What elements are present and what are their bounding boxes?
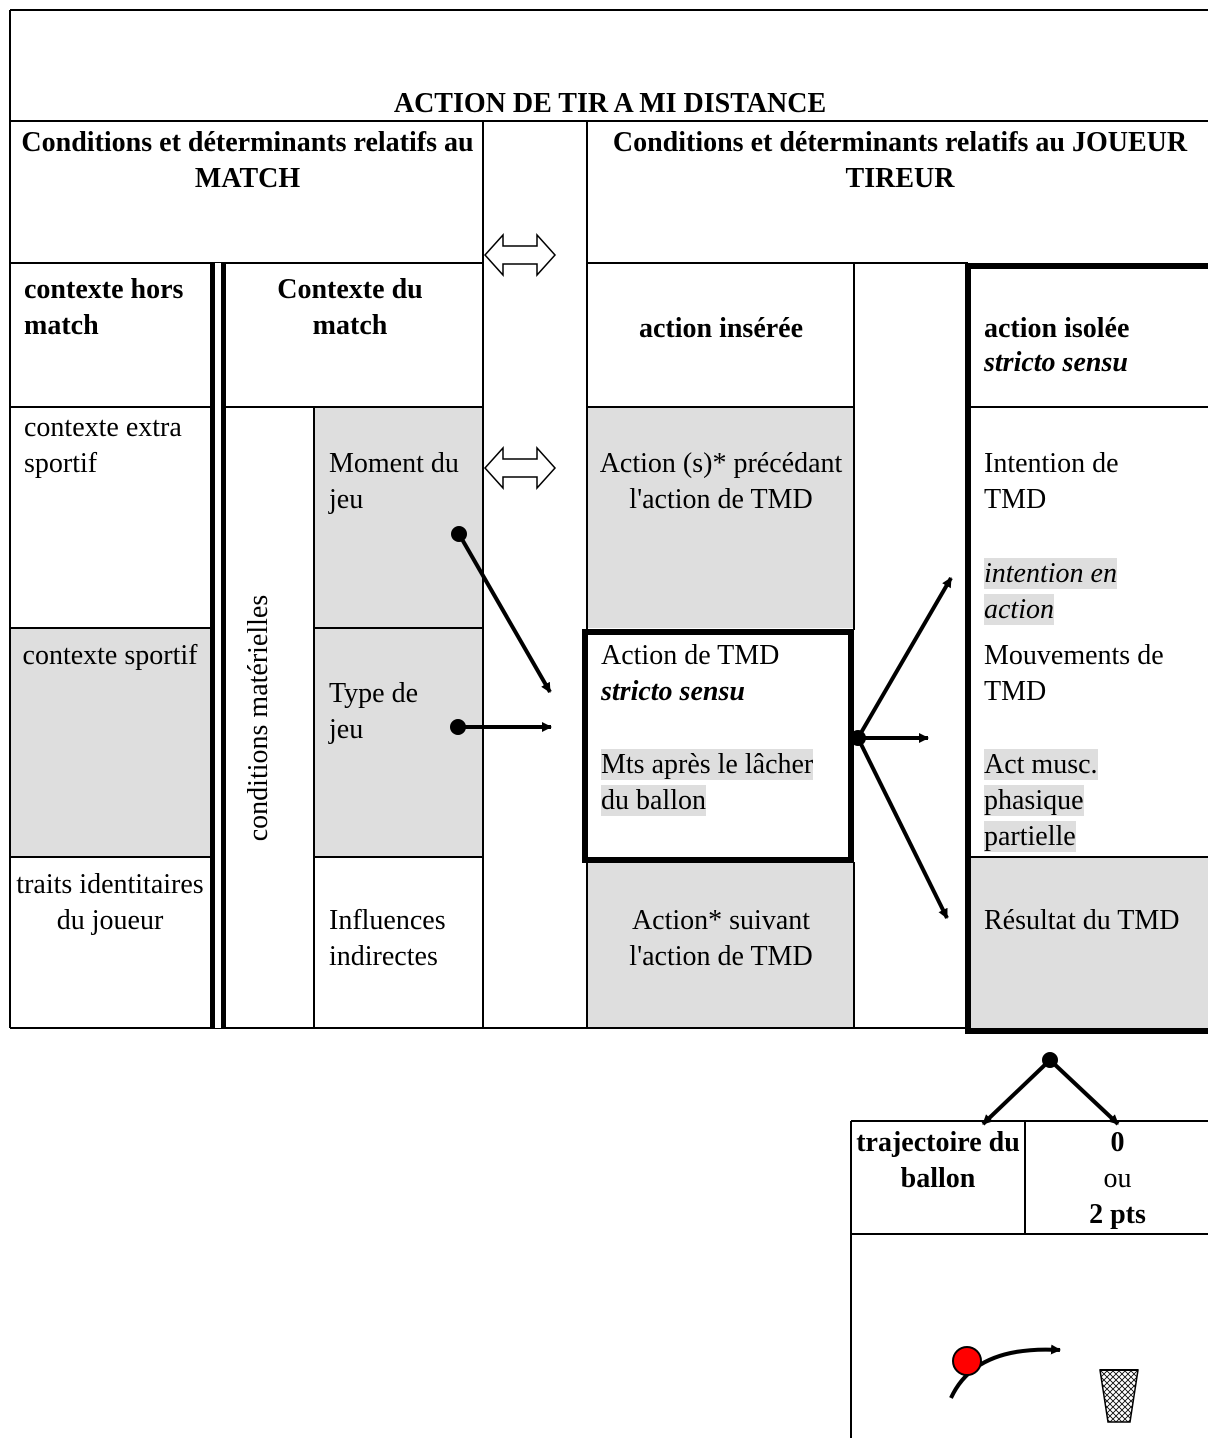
cell-sportif: contexte sportif [22,640,198,671]
header-match: Conditions et déterminants relatifs au M… [21,127,474,194]
basket-icon [1099,1369,1139,1423]
cell-suivant: Action* suivant l'action de TMD [629,905,813,972]
cell-pts: 2 pts [1089,1199,1146,1230]
cell-type: Type de jeu [329,678,419,745]
col-action-inseree: action insérée [638,313,804,344]
shade-moment [315,407,483,628]
arrow-moment-to-tmd [457,533,552,693]
double-arrow-icon [483,446,557,490]
shade-contexte-sportif [10,628,210,857]
shade-suivant [588,862,854,1028]
col-contexte-match: Contexte du match [277,274,423,341]
cell-intention: Intention de TMD [984,448,1119,515]
shade-type [315,628,483,857]
cell-mts: Mts après le lâcher du ballon [601,747,841,819]
cell-resultat: Résultat du TMD [984,905,1180,936]
header-joueur: Conditions et déterminants relatifs au J… [612,127,1188,194]
col-action-isolee-sub: stricto sensu [984,347,1128,378]
cell-influences: Influences indirectes [329,905,446,972]
diagram-title: ACTION DE TIR A MI DISTANCE [393,88,827,119]
cell-traits: traits identitaires du joueur [16,869,204,936]
shade-precedant [588,407,854,628]
cell-intention-action: intention en action [984,556,1154,628]
col-hors-match: contexte hors match [24,274,184,341]
ball-icon [952,1346,982,1376]
col-action-isolee: action isolée [984,313,1130,344]
cell-tmd-line2: stricto sensu [601,676,745,707]
arrow-to-score [1048,1058,1120,1126]
cell-ou: ou [1103,1163,1132,1194]
cell-mouvements: Mouvements de TMD [984,640,1164,707]
shade-resultat [970,857,1208,1029]
act-musc-text: Act musc. phasique partielle [984,749,1098,852]
cell-precedant: Action (s)* précédant l'action de TMD [599,448,843,515]
arrow-tmd-to-resultat [856,737,949,919]
cell-zero: 0 [1110,1127,1125,1158]
double-arrow-icon [483,233,557,277]
arrow-to-trajectoire [981,1058,1052,1126]
ball-trajectory-arrow [949,1344,1061,1399]
cell-trajectoire: trajectoire du ballon [856,1127,1020,1194]
cell-extra-sportif: contexte extra sportif [24,412,182,479]
arrow-tmd-to-intention [856,576,953,740]
cell-tmd-line1: Action de TMD [601,640,780,671]
cell-act-musc: Act musc. phasique partielle [984,747,1134,855]
cell-moment: Moment du jeu [329,448,459,515]
